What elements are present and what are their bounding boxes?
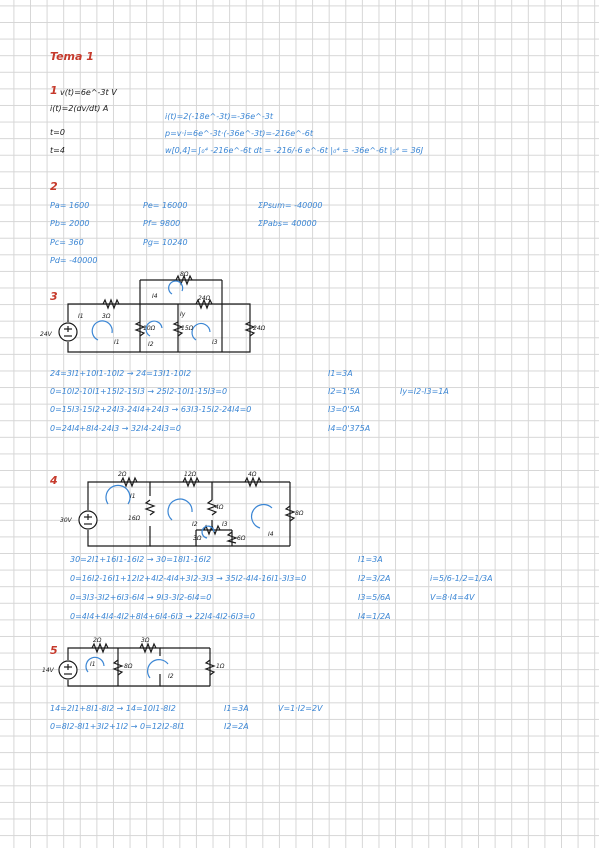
p3-result-2: I2=1'5A xyxy=(328,387,361,396)
p1-power-derivation: p=v·i=6e^-3t·(-36e^-3t)=-216e^-6t xyxy=(165,129,313,138)
problem-2-number: 2 xyxy=(50,180,58,193)
c3-source-label: 24V xyxy=(40,331,52,338)
p3-eq-1: 24=3I1+10I1-10I2 → 24=13I1-10I2 xyxy=(50,369,192,378)
p4-result-4: I4=1/2A xyxy=(358,612,391,621)
p4-eq-1: 30=2I1+16I1-16I2 → 30=18I1-16I2 xyxy=(70,555,212,564)
p5-extra: V=1·I2=2V xyxy=(278,704,323,713)
c4-i3-label: I3 xyxy=(222,521,228,528)
p1-energy-derivation: w[0,4]=∫₀⁴ -216e^-6t dt = -216/-6 e^-6t … xyxy=(165,146,424,155)
p2-pe: Pe= 16000 xyxy=(143,201,188,210)
p2-sum-absorbed: ΣPabs= 40000 xyxy=(258,219,317,228)
p3-result-4: I4=0'375A xyxy=(328,424,371,433)
c5-i2-label: I2 xyxy=(168,673,174,680)
p1-given-voltage: v(t)=6e^-3t V xyxy=(60,88,117,97)
c4-r1-label: 2Ω xyxy=(118,471,127,478)
c4-source-label: 30V xyxy=(60,517,72,524)
p4-eq-3: 0=3I3-3I2+6I3-6I4 → 9I3-3I2-6I4=0 xyxy=(70,593,212,602)
p1-current-derivation: i(t)=2(-18e^-3t)=-36e^-3t xyxy=(165,112,273,121)
c4-r4-label: 4Ω xyxy=(248,471,257,478)
c3-i2-mesh-label: I2 xyxy=(148,341,154,348)
p2-pa: Pa= 1600 xyxy=(50,201,90,210)
p3-result-1: I1=3A xyxy=(328,369,353,378)
c3-i3-mesh-label: I3 xyxy=(212,339,218,346)
c4-r3-label: 12Ω xyxy=(184,471,197,478)
c3-r2-label: 10Ω xyxy=(143,325,156,332)
c3-i1-arrow-label: I1 xyxy=(78,313,84,320)
c3-r3-label: 15Ω xyxy=(181,325,194,332)
p2-pf: Pf= 9800 xyxy=(143,219,181,228)
page-title: Tema 1 xyxy=(50,50,94,63)
p3-result-3: I3=0'5A xyxy=(328,405,361,414)
c3-r5-label: 24Ω xyxy=(253,325,266,332)
c4-r8-label: 8Ω xyxy=(295,510,304,517)
p2-pg: Pg= 10240 xyxy=(143,238,188,247)
c5-r3-label: 3Ω xyxy=(141,637,150,644)
c3-r6-label: 8Ω xyxy=(180,271,189,278)
p5-eq-1: 14=2I1+8I1-8I2 → 14=10I1-8I2 xyxy=(50,704,176,713)
c5-i1-label: I1 xyxy=(90,661,96,668)
problem-4-number: 4 xyxy=(50,474,58,487)
c3-r4-label: 24Ω xyxy=(198,295,211,302)
p3-eq-4: 0=24I4+8I4-24I3 → 32I4-24I3=0 xyxy=(50,424,181,433)
c3-i4-mesh-label: I4 xyxy=(152,293,158,300)
c3-i1-mesh-label: I1 xyxy=(114,339,120,346)
c4-i2-label: I2 xyxy=(192,521,198,528)
problem-5-number: 5 xyxy=(50,644,58,657)
p1-given-t0: t=0 xyxy=(50,128,65,137)
c3-r1-label: 3Ω xyxy=(102,313,111,320)
p4-extra-voltage: V=8·I4=4V xyxy=(430,593,475,602)
c4-r5-label: 4Ω xyxy=(215,504,224,511)
p4-result-2: I2=3/2A xyxy=(358,574,391,583)
p2-pd: Pd= -40000 xyxy=(50,256,98,265)
p2-sum-supplied: ΣPsum= -40000 xyxy=(258,201,323,210)
c5-r4-label: 1Ω xyxy=(216,663,225,670)
c4-i1-label: I1 xyxy=(130,493,136,500)
c4-i4-label: I4 xyxy=(268,531,274,538)
p1-given-current: i(t)=2(dv/dt) A xyxy=(50,104,109,113)
c5-r2-label: 8Ω xyxy=(124,663,133,670)
problem-3-number: 3 xyxy=(50,290,58,303)
p4-result-3: I3=5/6A xyxy=(358,593,391,602)
p4-eq-4: 0=4I4+4I4-4I2+8I4+6I4-6I3 → 22I4-4I2-6I3… xyxy=(70,612,255,621)
c5-r1-label: 2Ω xyxy=(93,637,102,644)
c4-r6-label: 3Ω xyxy=(193,535,202,542)
p2-pb: Pb= 2000 xyxy=(50,219,90,228)
c4-r2-label: 16Ω xyxy=(128,515,141,522)
p5-result-2: I2=2A xyxy=(224,722,249,731)
p3-eq-3: 0=15I3-15I2+24I3-24I4+24I3 → 63I3-15I2-2… xyxy=(50,405,252,414)
p3-eq-2: 0=10I2-10I1+15I2-15I3 → 25I2-10I1-15I3=0 xyxy=(50,387,228,396)
problem-1-number: 1 xyxy=(50,84,58,97)
p1-given-t4: t=4 xyxy=(50,146,65,155)
c4-r7-label: 6Ω xyxy=(237,535,246,542)
p4-eq-2: 0=16I2-16I1+12I2+4I2-4I4+3I2-3I3 → 35I2-… xyxy=(70,574,307,583)
p2-pc: Pc= 360 xyxy=(50,238,84,247)
p4-result-1: I1=3A xyxy=(358,555,383,564)
p3-extra: Iy=I2-I3=1A xyxy=(400,387,449,396)
p5-eq-2: 0=8I2-8I1+3I2+1I2 → 0=12I2-8I1 xyxy=(50,722,185,731)
p4-extra-current: i=5/6-1/2=1/3A xyxy=(430,574,493,583)
p5-result-1: I1=3A xyxy=(224,704,249,713)
c5-source-label: 14V xyxy=(42,667,54,674)
c3-iy-label: Iy xyxy=(180,311,186,318)
